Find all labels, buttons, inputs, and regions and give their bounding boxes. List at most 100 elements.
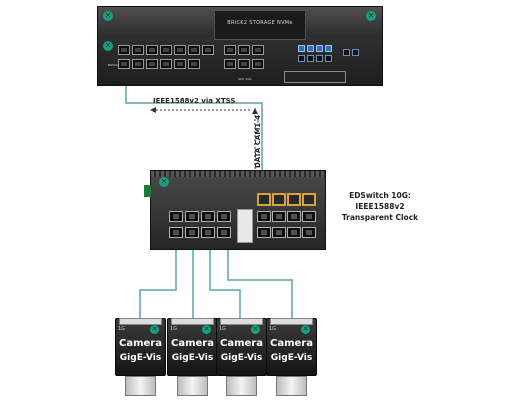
ethernet-port: [202, 45, 214, 55]
camera-cable-3: [209, 240, 241, 320]
switch-port: [272, 211, 286, 222]
sync-connector-panel: [284, 71, 346, 83]
switch-caption-line: IEEE1588v2: [355, 202, 405, 211]
sfp-port: [298, 45, 305, 52]
storage-server: BRICK2 STORAGE NVMe ✕ ✕ ✕ BRICK2 GPU 10G: [97, 6, 383, 86]
camera-protocol: GigE-Vis: [220, 353, 263, 363]
ethernet-port: [160, 59, 172, 69]
switch-port: [185, 211, 199, 222]
camera-1: 1G ✕ Camera GigE-Vis: [115, 318, 166, 396]
camera-4: 1G ✕ Camera GigE-Vis: [266, 318, 317, 396]
camera-lens: [177, 376, 208, 396]
x-logo-icon: ✕: [251, 325, 260, 334]
switch-heatsink: [151, 171, 325, 177]
x-logo-icon: ✕: [301, 325, 310, 334]
ethernet-port: [224, 59, 236, 69]
x-logo-icon: ✕: [103, 41, 113, 51]
storage-model-tag: BRICK2: [108, 63, 119, 67]
switch-caption-line: Transparent Clock: [341, 213, 419, 222]
ethernet-port: [132, 45, 144, 55]
ethernet-port: [146, 59, 158, 69]
camera-2: 1G ✕ Camera GigE-Vis: [167, 318, 218, 396]
ethernet-port: [224, 45, 236, 55]
edswitch: ✕: [144, 170, 326, 250]
camera-speed-tag: 1G: [118, 326, 126, 332]
camera-protocol: GigE-Vis: [270, 353, 313, 363]
camera-3: 1G ✕ Camera GigE-Vis: [216, 318, 267, 396]
ethernet-port: [174, 59, 186, 69]
switch-port: [169, 211, 183, 222]
camera-cap: [220, 318, 263, 325]
ethernet-port: [160, 45, 172, 55]
sfp-port: [307, 45, 314, 52]
switch-port: [257, 227, 271, 238]
switch-info-panel: [237, 209, 253, 243]
switch-port: [287, 211, 301, 222]
x-logo-icon: ✕: [103, 11, 113, 21]
data-arrowhead: [252, 108, 258, 114]
power-connector: [144, 185, 151, 197]
data-link-label: DATA CAM1-4: [254, 115, 262, 168]
switch-port: [169, 227, 183, 238]
camera-speed-tag: 1G: [269, 326, 277, 332]
camera-name: Camera: [171, 338, 214, 349]
switch-port: [287, 227, 301, 238]
camera-name: Camera: [119, 338, 162, 349]
ethernet-port: [146, 45, 158, 55]
camera-lens: [226, 376, 257, 396]
camera-cable-1: [139, 240, 177, 320]
x-logo-icon: ✕: [202, 325, 211, 334]
x-logo-icon: ✕: [159, 177, 169, 187]
storage-brand-label: BRICK2 STORAGE NVMe: [227, 20, 293, 26]
camera-protocol: GigE-Vis: [119, 353, 162, 363]
switch-port: [201, 211, 215, 222]
switch-caption: EDSwitch 10G: IEEE1588v2 Transparent Clo…: [330, 190, 430, 223]
sfp-port: [325, 55, 332, 62]
switch-port: [272, 227, 286, 238]
sfp-amber-port: [272, 193, 286, 206]
ptp-link-label: IEEE1588v2 via XTSS: [153, 97, 236, 105]
sfp-port: [325, 45, 332, 52]
switch-port: [217, 227, 231, 238]
ethernet-port: [252, 45, 264, 55]
camera-speed-tag: 1G: [219, 326, 227, 332]
switch-port: [185, 227, 199, 238]
switch-port: [217, 211, 231, 222]
ethernet-port: [118, 45, 130, 55]
camera-cap: [270, 318, 313, 325]
sfp-port: [352, 49, 359, 56]
switch-port: [201, 227, 215, 238]
ethernet-port: [132, 59, 144, 69]
sfp-port: [298, 55, 305, 62]
ethernet-port: [252, 59, 264, 69]
camera-name: Camera: [220, 338, 263, 349]
camera-name: Camera: [270, 338, 313, 349]
camera-protocol: GigE-Vis: [171, 353, 214, 363]
x-logo-icon: ✕: [366, 11, 376, 21]
switch-port: [257, 211, 271, 222]
switch-port: [302, 227, 316, 238]
switch-port: [302, 211, 316, 222]
ptp-arrowhead: [150, 107, 156, 113]
sfp-port: [343, 49, 350, 56]
camera-cap: [119, 318, 162, 325]
ethernet-port: [174, 45, 186, 55]
camera-lens: [276, 376, 307, 396]
sfp-port: [307, 55, 314, 62]
storage-small-label: GPU 10G: [238, 77, 252, 81]
ethernet-port: [188, 45, 200, 55]
storage-brand-plate: BRICK2 STORAGE NVMe: [214, 10, 306, 40]
switch-caption-line: EDSwitch 10G:: [349, 191, 411, 200]
x-logo-icon: ✕: [150, 325, 159, 334]
sfp-port: [316, 45, 323, 52]
ethernet-port: [118, 59, 130, 69]
camera-speed-tag: 1G: [170, 326, 178, 332]
camera-cap: [171, 318, 214, 325]
ethernet-port: [238, 59, 250, 69]
sfp-amber-port: [287, 193, 301, 206]
camera-cable-4: [227, 240, 293, 320]
ethernet-port: [188, 59, 200, 69]
camera-lens: [125, 376, 156, 396]
sfp-amber-port: [257, 193, 271, 206]
ethernet-port: [238, 45, 250, 55]
